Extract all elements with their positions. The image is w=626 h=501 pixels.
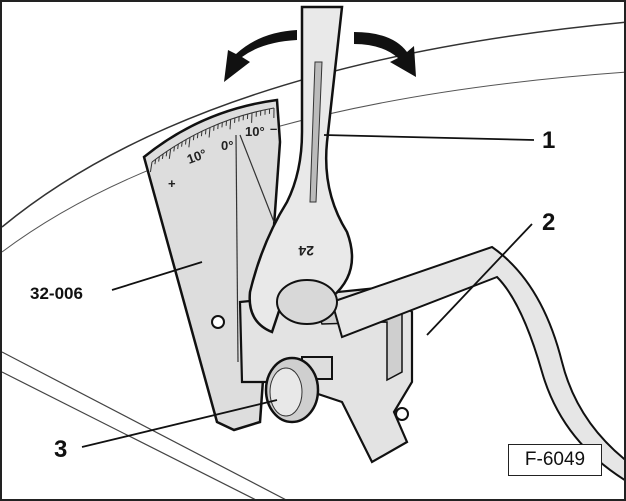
scale-tick <box>229 119 232 130</box>
gauge-pointer-line <box>239 134 275 223</box>
scale-tick <box>208 127 211 138</box>
thumbscrew-face <box>269 367 303 417</box>
scale-tick <box>173 146 175 152</box>
scale-tick <box>165 151 168 157</box>
scale-left-10: 10° <box>185 146 209 167</box>
wrench-jaw-opening <box>276 279 338 325</box>
scale-ticks <box>149 107 275 173</box>
scale-minus: – <box>270 121 277 136</box>
wrench-size-label: 24 <box>298 243 314 259</box>
scale-tick <box>181 141 183 147</box>
figure-id: F-6049 <box>508 444 602 476</box>
scale-tick <box>161 153 164 159</box>
scale-zero: 0° <box>221 138 233 153</box>
gauge-line <box>235 134 239 363</box>
leader-tool <box>111 261 203 291</box>
body-contour <box>2 21 624 228</box>
scale-tick <box>192 135 195 141</box>
scale-tick <box>177 143 179 150</box>
panel-edge-2 <box>2 371 256 499</box>
holder-hole <box>395 407 409 421</box>
callout-2: 2 <box>542 209 555 236</box>
scale-tick <box>149 161 153 173</box>
wrench-groove <box>309 61 323 203</box>
scale-right-10: 10° <box>245 124 265 139</box>
arrow-left-icon <box>224 30 297 82</box>
leader-2 <box>426 223 533 336</box>
scale-tick <box>184 139 187 145</box>
scale-tick <box>188 137 191 148</box>
scale-tick <box>158 156 160 162</box>
callout-1: 1 <box>542 127 555 154</box>
scale-tick <box>196 133 199 139</box>
scale-plus: + <box>168 176 176 191</box>
leader-1 <box>323 134 535 141</box>
arrow-right-icon <box>354 32 416 77</box>
scale-tick <box>168 148 172 159</box>
gauge-hole <box>211 315 225 329</box>
panel-edge <box>2 351 286 499</box>
leader-3 <box>81 399 278 448</box>
callout-3: 3 <box>54 436 67 463</box>
callout-tool-number: 32-006 <box>30 284 83 303</box>
scale-tick <box>154 159 157 165</box>
adapter-rod <box>330 245 624 481</box>
